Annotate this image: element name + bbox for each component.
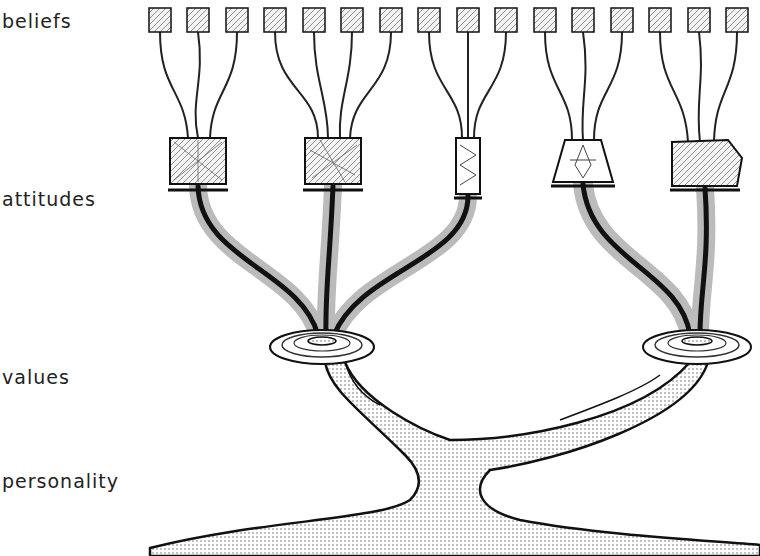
belief-square [149,8,748,32]
personality-trunk [150,362,760,556]
level-label: personality [2,470,119,492]
belief-wires [160,32,737,142]
trunk-inner-line [345,362,380,405]
level-label: values [2,366,70,388]
value-disc [643,330,751,364]
level-label: attitudes [2,188,96,210]
trunk-inner-line [560,375,660,420]
value-disc [270,330,374,364]
attitude-shape [168,138,742,198]
attitude-stems [198,184,706,335]
level-label: beliefs [2,10,72,32]
